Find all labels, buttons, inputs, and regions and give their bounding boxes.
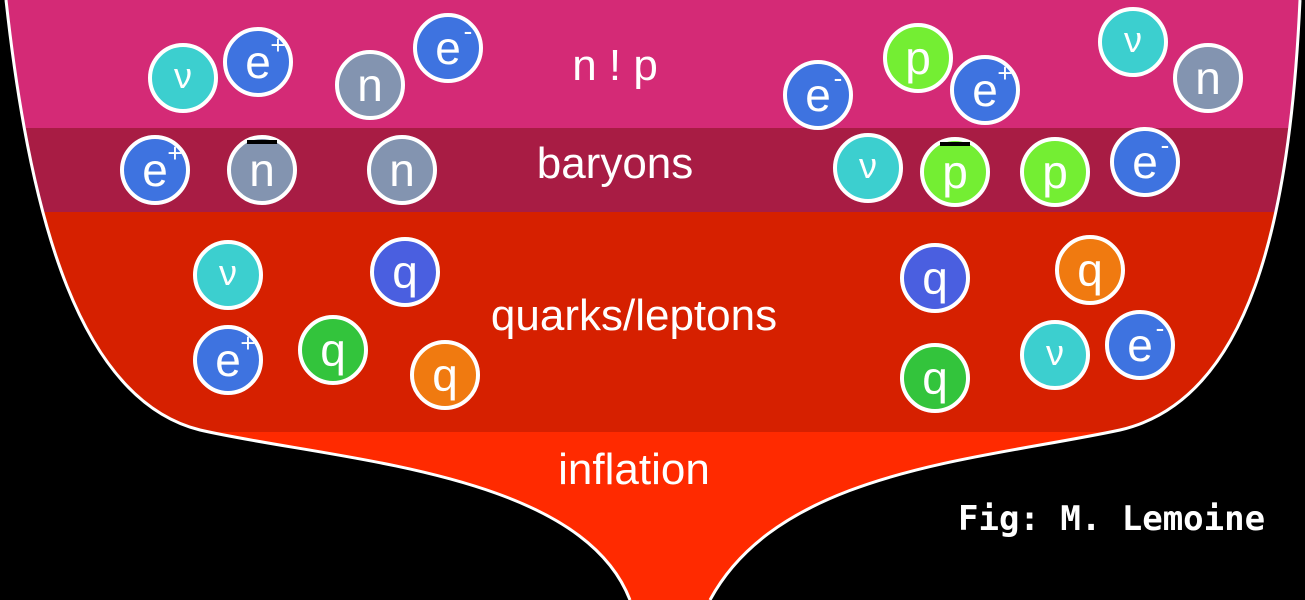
neutron-particle: n	[369, 137, 435, 203]
positron-particle: e+	[952, 57, 1018, 123]
neutron-particle: n	[1175, 45, 1241, 111]
charge-superscript: +	[270, 30, 285, 60]
particle-symbol: q	[392, 246, 418, 298]
particle-symbol: p	[942, 146, 968, 198]
quark-particle: q	[902, 245, 968, 311]
layer-label-quarks-leptons: quarks/leptons	[491, 291, 777, 340]
particle-symbol: e	[142, 144, 168, 196]
quark-particle: q	[300, 317, 366, 383]
particle-symbol: e	[805, 69, 831, 121]
figure-caption: Fig: M. Lemoine	[958, 499, 1265, 539]
particle-symbol: e	[972, 64, 998, 116]
particle-symbol: ν	[1124, 19, 1142, 60]
particle-symbol: e	[245, 36, 271, 88]
electron-particle: e-	[785, 62, 851, 128]
particle-symbol: e	[215, 334, 241, 386]
electron-particle: e-	[415, 15, 481, 81]
particle-symbol: ν	[1046, 332, 1064, 373]
particle-symbol: n	[249, 144, 275, 196]
particle-symbol: n	[1195, 52, 1221, 104]
quark-particle: q	[412, 342, 478, 408]
particle-symbol: n	[389, 144, 415, 196]
particle-symbol: q	[320, 324, 346, 376]
charge-superscript: +	[167, 138, 182, 168]
particle-symbol: q	[922, 352, 948, 404]
quark-particle: q	[902, 345, 968, 411]
neutrino-particle: ν	[195, 242, 261, 308]
particle-symbol: q	[432, 349, 458, 401]
electron-particle: e-	[1107, 312, 1173, 378]
particle-symbol: e	[435, 22, 461, 74]
charge-superscript: -	[464, 16, 473, 46]
electron-particle: e-	[1112, 129, 1178, 195]
charge-superscript: +	[997, 58, 1012, 88]
charge-superscript: -	[834, 63, 843, 93]
layer-label-inflation: inflation	[558, 445, 710, 494]
charge-superscript: -	[1161, 130, 1170, 160]
antineutron-particle: n	[229, 137, 295, 203]
neutrino-particle: ν	[150, 45, 216, 111]
quark-particle: q	[1057, 237, 1123, 303]
particle-symbol: e	[1127, 319, 1153, 371]
positron-particle: e+	[225, 29, 291, 95]
neutrino-particle: ν	[835, 135, 901, 201]
positron-particle: e+	[195, 327, 261, 393]
particle-symbol: q	[922, 252, 948, 304]
neutrino-particle: ν	[1022, 322, 1088, 388]
layer-label-baryons: baryons	[537, 139, 694, 188]
proton-particle: p	[1022, 139, 1088, 205]
neutron-particle: n	[337, 52, 403, 118]
quark-particle: q	[372, 239, 438, 305]
particle-symbol: p	[1042, 146, 1068, 198]
neutrino-particle: ν	[1100, 9, 1166, 75]
particle-symbol: ν	[859, 145, 877, 186]
particle-symbol: ν	[174, 55, 192, 96]
antiproton-particle: p	[922, 139, 988, 205]
charge-superscript: -	[1156, 313, 1165, 343]
particle-symbol: e	[1132, 136, 1158, 188]
layer-label-np: n ! p	[572, 41, 658, 90]
particle-symbol: ν	[219, 252, 237, 293]
particle-symbol: p	[905, 32, 931, 84]
charge-superscript: +	[240, 328, 255, 358]
positron-particle: e+	[122, 137, 188, 203]
particle-symbol: n	[357, 59, 383, 111]
particle-symbol: q	[1077, 244, 1103, 296]
proton-particle: p	[885, 25, 951, 91]
